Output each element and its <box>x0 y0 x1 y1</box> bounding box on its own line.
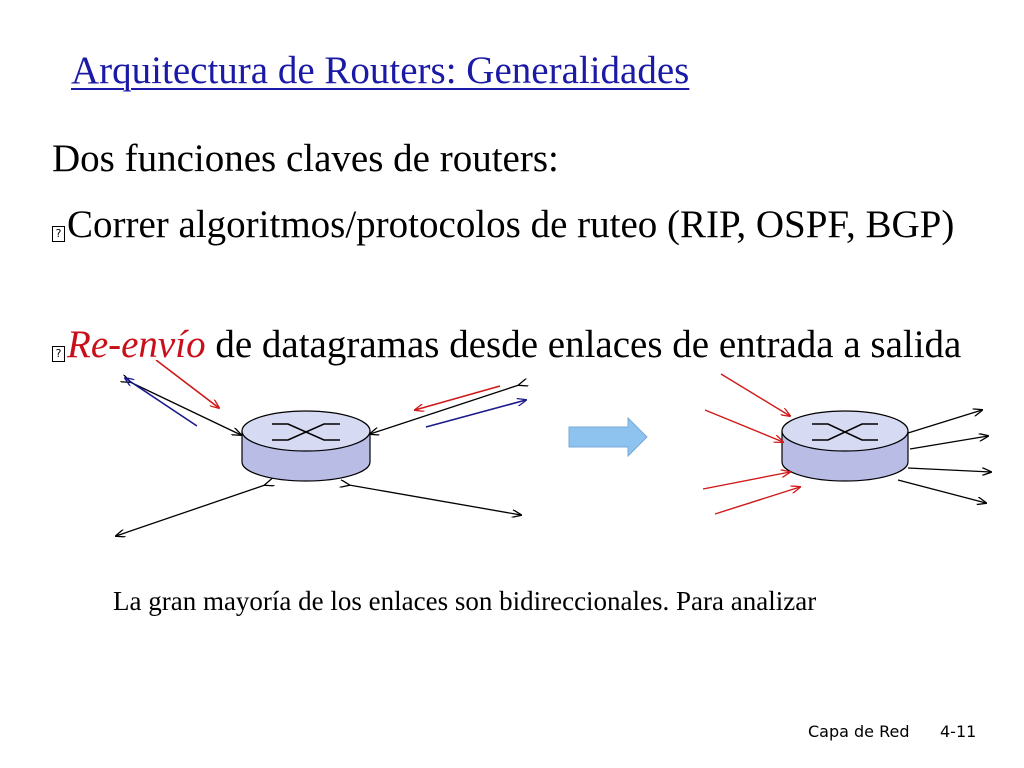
bullet-marker-icon: ? <box>52 346 65 362</box>
router-left-icon <box>241 410 371 482</box>
intro-text: Dos funciones claves de routers: <box>52 137 559 180</box>
router-forwarding-diagram <box>0 360 1024 560</box>
footer-section: Capa de Red <box>808 722 910 741</box>
footer-page-number: 4-11 <box>940 722 977 741</box>
inbound-arrow <box>704 409 783 442</box>
bullet-forwarding: ?Re-envío de datagramas desde enlaces de… <box>52 316 1012 373</box>
router-right-icon <box>781 410 909 482</box>
bullet-forwarding-text: de datagramas desde enlaces de entrada a… <box>205 323 962 366</box>
outbound-arrow <box>897 479 986 503</box>
transition-arrow-icon <box>568 416 648 458</box>
inbound-arrow <box>415 385 501 410</box>
outbound-arrow <box>909 436 988 450</box>
outbound-arrow <box>907 410 982 434</box>
inbound-arrow <box>702 472 790 490</box>
inbound-arrow <box>720 373 790 416</box>
bullet-marker-icon: ? <box>52 226 65 242</box>
link-arrow <box>370 385 519 434</box>
slide-title: Arquitectura de Routers: Generalidades <box>71 49 690 92</box>
link-arrow <box>349 485 521 515</box>
bullet-routing: ?Correr algoritmos/protocolos de ruteo (… <box>52 196 1012 253</box>
bullet-routing-text: Correr algoritmos/protocolos de ruteo (R… <box>67 203 955 246</box>
bullet-forwarding-emphasis: Re-envío <box>67 323 206 366</box>
link-arrow <box>116 485 265 536</box>
outbound-arrow <box>125 378 198 427</box>
link-arrow <box>130 382 241 435</box>
bidirectional-note: La gran mayoría de los enlaces son bidir… <box>113 586 817 616</box>
inbound-arrow <box>714 487 800 515</box>
outbound-arrow <box>425 400 526 428</box>
inbound-arrow <box>155 360 219 408</box>
outbound-arrow <box>907 467 991 472</box>
